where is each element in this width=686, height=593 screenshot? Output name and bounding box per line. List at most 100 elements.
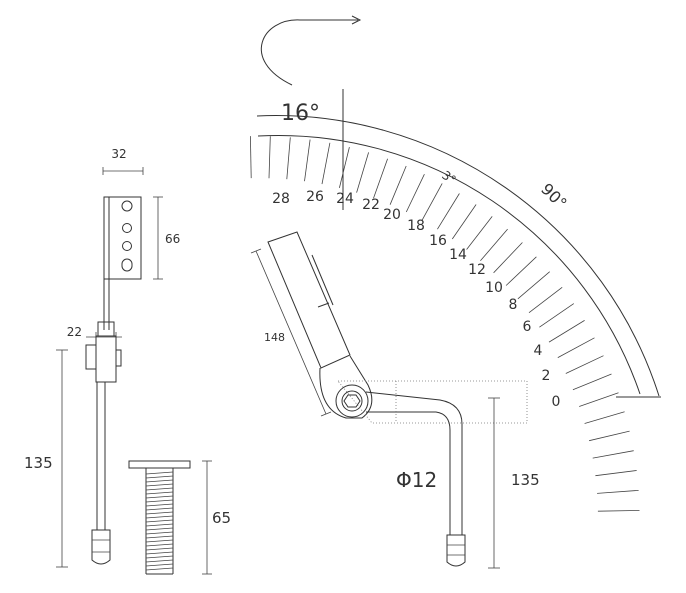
width-dimension-label: 32 (111, 147, 126, 161)
thread-line (145, 471, 174, 475)
horizontal-arm-bottom (366, 411, 451, 535)
rotation-arrow (260, 19, 358, 86)
scale-tick (356, 152, 369, 193)
pivot-joint (335, 384, 369, 418)
scale-label: 0 (552, 394, 561, 410)
front-rod-dimension-label: 135 (511, 471, 540, 489)
scale-label: 18 (407, 218, 425, 234)
thread-line (145, 479, 174, 483)
arm-dimension-tick (250, 248, 262, 254)
protractor: 16° 3° 90° 0 2 4 6 8 10 12 14 16 18 20 2… (250, 15, 661, 512)
scale-tick (493, 242, 523, 274)
clamp-body (95, 335, 117, 383)
scale-ticks (250, 136, 640, 512)
scale-label: 2 (542, 368, 551, 384)
scale-tick (548, 320, 585, 343)
rod-diameter-label: Φ12 (396, 468, 437, 492)
scale-tick (268, 136, 271, 179)
thread-line (145, 503, 174, 507)
scale-tick (373, 158, 388, 199)
thread-line (145, 567, 174, 571)
thread-line (145, 543, 174, 547)
scale-label: 14 (449, 247, 467, 263)
thread-line (145, 535, 174, 539)
arm-dimension-tick (320, 411, 332, 417)
screw-dimension-label: 65 (212, 509, 231, 527)
thread-line (145, 539, 174, 543)
scale-label: 10 (485, 280, 503, 296)
scale-tick (592, 450, 634, 459)
thread-line (145, 495, 174, 499)
thread-line (145, 491, 174, 495)
scale-tick (584, 411, 625, 424)
scale-tick (557, 337, 595, 358)
scale-tick (579, 392, 619, 407)
scale-arc (257, 134, 641, 395)
scale-label: 12 (468, 262, 486, 278)
thread-line (145, 563, 174, 567)
thread-line (145, 547, 174, 551)
slot-hole (121, 258, 133, 272)
thread-line (145, 511, 174, 515)
slot-hole (121, 200, 133, 212)
arm-notch (317, 302, 330, 308)
angle-small-label: 3° (439, 168, 458, 187)
hex-socket-icon (343, 394, 361, 408)
angled-arm (267, 231, 351, 369)
scale-tick (528, 286, 563, 314)
thread-line (145, 551, 174, 555)
rod-tip (91, 529, 111, 565)
threaded-screw: 65 (128, 460, 231, 575)
scale-label: 20 (383, 207, 401, 223)
clamp-side (115, 349, 122, 367)
clamp-side (85, 344, 97, 370)
bracket-dimension-label: 66 (165, 232, 180, 246)
arm-dimension-label: 148 (264, 331, 285, 344)
scale-tick (597, 490, 639, 494)
scale-tick (405, 174, 425, 213)
clamp-top (97, 321, 115, 337)
thread-line (145, 555, 174, 559)
scale-tick (572, 373, 612, 391)
scale-tick (437, 193, 460, 230)
round-hole (122, 223, 132, 233)
angle-top-label: 16° (281, 101, 320, 126)
scale-tick (480, 228, 508, 262)
scale-tick (250, 136, 252, 179)
thread-line (145, 527, 174, 531)
thread-line (145, 559, 174, 563)
arm-dimension-line (255, 250, 327, 415)
scale-label: 8 (509, 297, 518, 313)
screw-head (128, 460, 191, 469)
screw-threads (145, 471, 174, 571)
scale-tick (389, 165, 407, 205)
arrowhead-icon (351, 15, 362, 25)
clamp-dimension-label: 22 (67, 325, 82, 339)
side-view: 32 66 22 135 (24, 147, 180, 568)
thread-line (145, 519, 174, 523)
round-hole (122, 241, 132, 251)
scale-tick (539, 303, 575, 328)
scale-tick (589, 430, 630, 442)
alternate-position-outline (337, 380, 528, 424)
scale-label: 24 (336, 191, 354, 207)
thread-line (145, 475, 174, 479)
thread-line (145, 531, 174, 535)
scale-tick (597, 510, 640, 512)
scale-label: 26 (306, 189, 324, 205)
scale-label: 4 (534, 343, 543, 359)
scale-tick (505, 256, 537, 286)
angle-outer-label: 90° (537, 179, 570, 212)
thread-line (145, 507, 174, 511)
scale-label: 22 (362, 197, 380, 213)
outer-arc (256, 115, 660, 397)
arm-slot (311, 254, 334, 306)
thread-line (145, 515, 174, 519)
scale-tick (451, 204, 477, 240)
scale-tick (339, 147, 350, 188)
thread-line (145, 487, 174, 491)
thread-line (145, 483, 174, 487)
thread-line (145, 499, 174, 503)
